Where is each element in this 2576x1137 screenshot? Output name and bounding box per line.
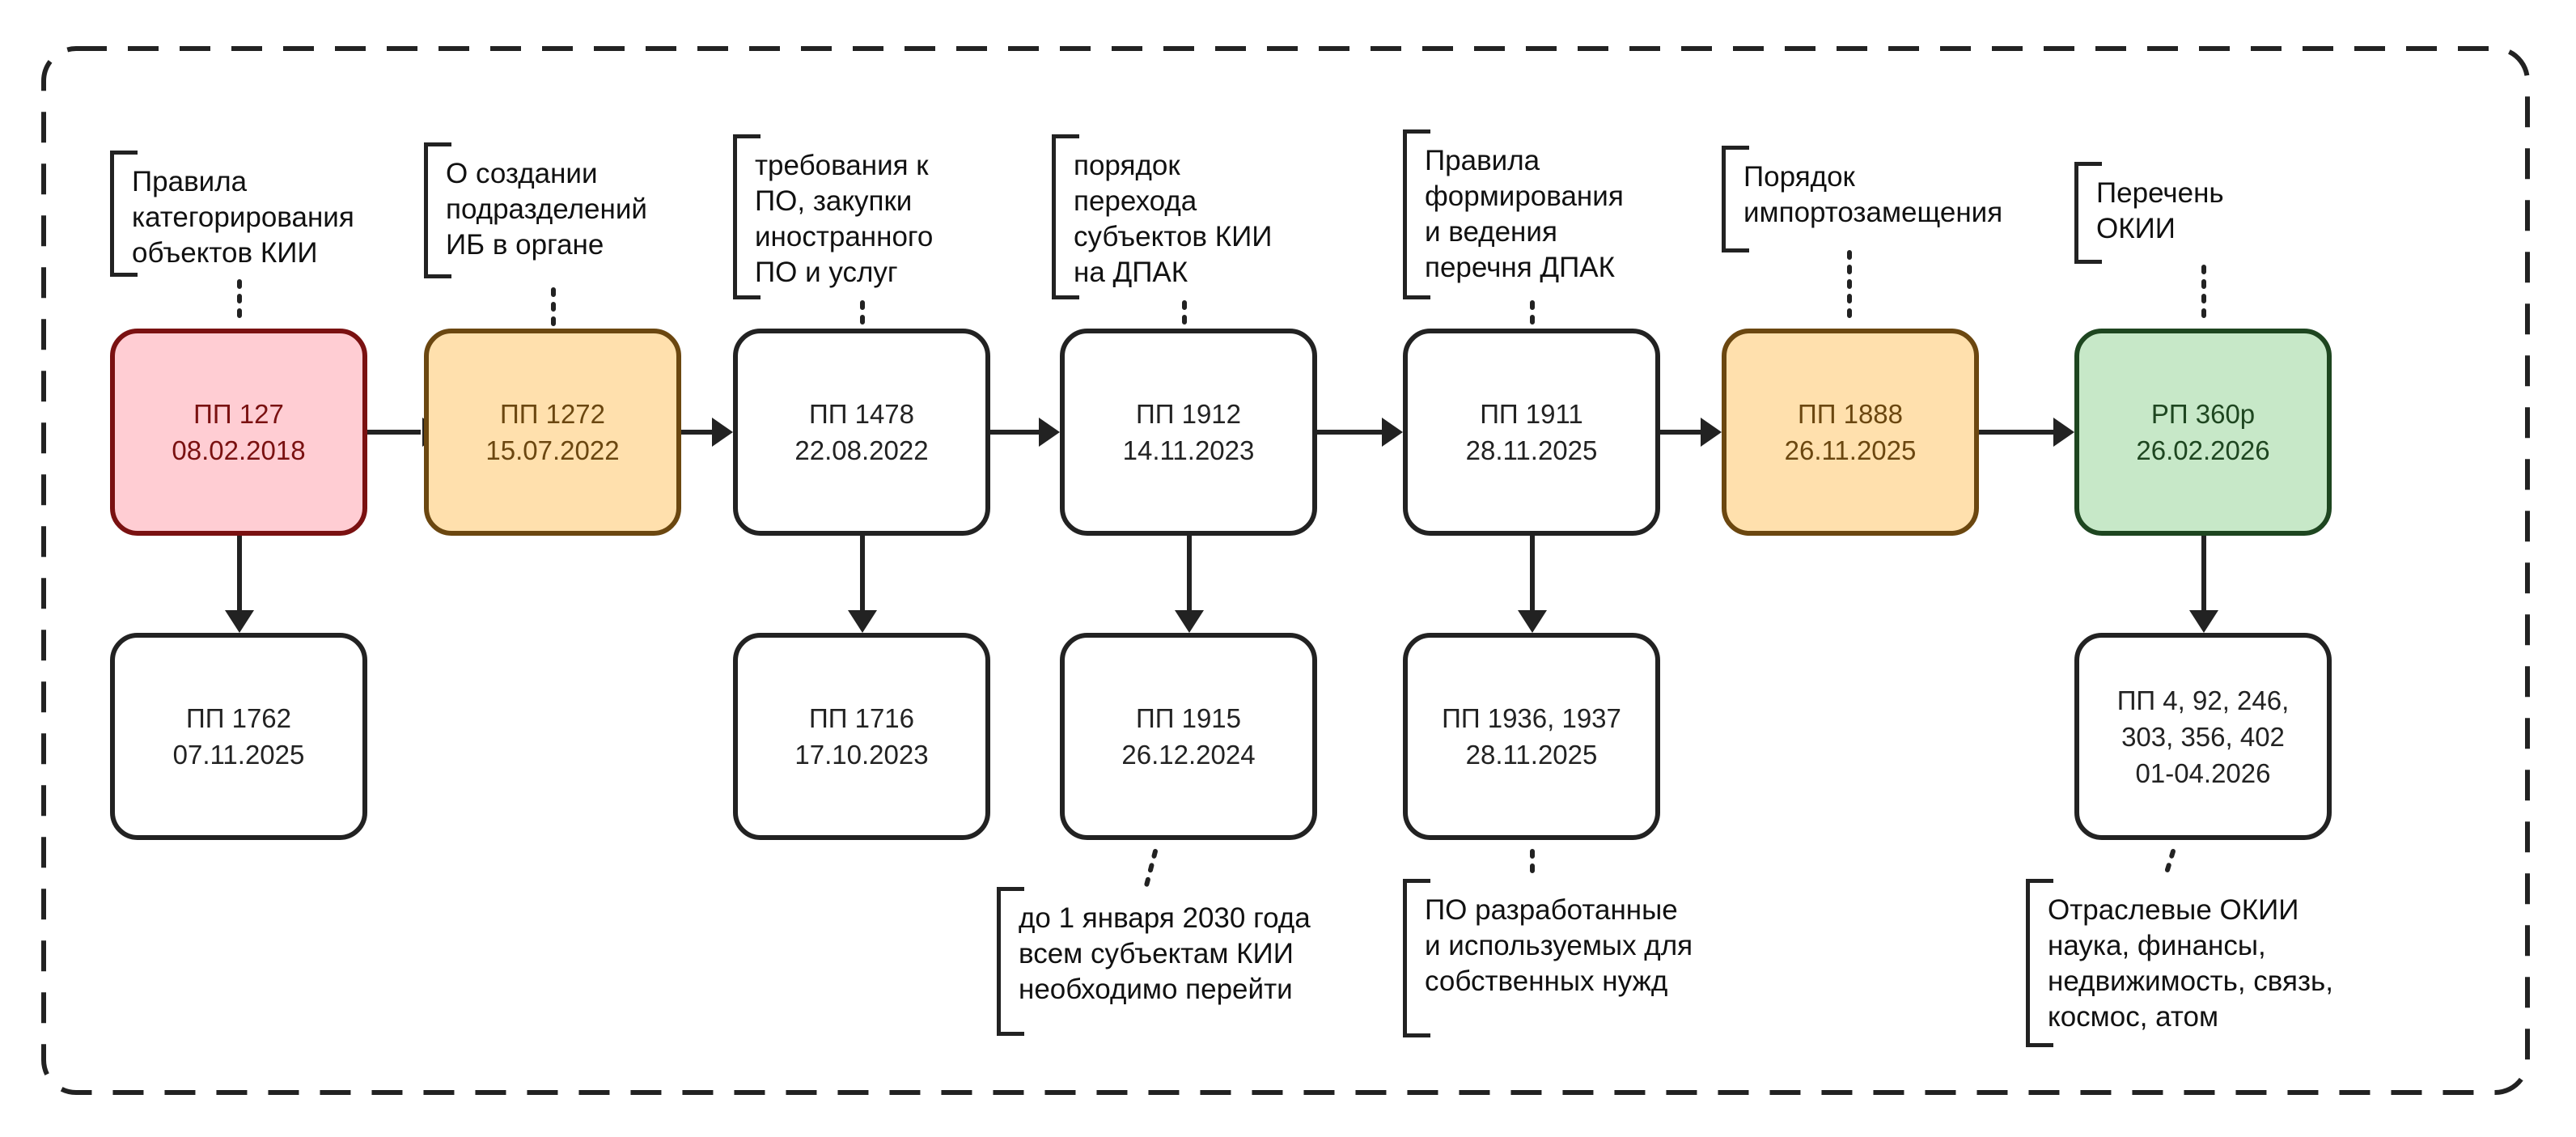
note-rp360-line: ОКИИ [2096, 213, 2176, 244]
box-pp1888-code: ПП 1888 [1797, 399, 1904, 429]
note-pp1888-line: Порядок [1743, 161, 1855, 193]
box-pp1936-code: ПП 1936, 1937 [1442, 703, 1621, 733]
note-pp1912-line: субъектов КИИ [1074, 221, 1273, 252]
box-pp1478-code: ПП 1478 [808, 399, 915, 429]
box-pp1888-date: 26.11.2025 [1784, 435, 1917, 465]
box-pp1911: ПП 1911 28.11.2025 [1403, 329, 1660, 536]
arrowhead-pp1888-to-rp360 [2053, 418, 2074, 447]
box-pp1762-code: ПП 1762 [185, 703, 292, 733]
dotted-link-pp4-note [2164, 849, 2176, 875]
note-rp360-line: Перечень [2096, 177, 2224, 209]
note-pp4-line: Отраслевые ОКИИ [2048, 894, 2299, 926]
note-pp1272: О создании подразделений ИБ в органе [424, 142, 647, 278]
note-pp1478-line: иностранного [755, 221, 934, 252]
box-pp1272-code: ПП 1272 [499, 399, 606, 429]
note-pp1936: ПО разработанные и используемых для собс… [1403, 879, 1693, 1037]
note-pp1912-line: перехода [1074, 185, 1197, 217]
outer-dashed-frame [41, 46, 2530, 1095]
dotted-link-pp1915-note [1143, 849, 1158, 891]
box-pp1762-date: 07.11.2025 [172, 740, 305, 770]
box-pp4-date: 01-04.2026 [2135, 757, 2271, 788]
note-pp1478-line: требования к [755, 150, 929, 181]
note-pp4-line: космос, атом [2048, 1001, 2219, 1033]
note-pp1915-line: до 1 января 2030 года [1019, 902, 1311, 934]
box-pp1888: ПП 1888 26.11.2025 [1722, 329, 1979, 536]
box-pp1478-date: 22.08.2022 [794, 435, 929, 465]
note-pp1272-line: ИБ в органе [446, 229, 604, 261]
box-pp1478: ПП 1478 22.08.2022 [733, 329, 990, 536]
box-pp1915-date: 26.12.2024 [1121, 740, 1256, 770]
arrowhead-pp1478-to-pp1716 [848, 610, 877, 633]
note-pp1478-line: ПО и услуг [755, 257, 898, 288]
arrowhead-rp360-to-pp4 [2189, 610, 2218, 633]
note-pp1478: требования к ПО, закупки иностранного ПО… [733, 134, 934, 299]
arrowhead-pp127-to-pp1762 [225, 610, 254, 633]
note-pp1272-line: подразделений [446, 193, 647, 225]
arrowhead-pp1911-to-pp1888 [1701, 418, 1722, 447]
box-pp1272: ПП 1272 15.07.2022 [424, 329, 681, 536]
arrowhead-pp1911-to-pp1936 [1518, 610, 1547, 633]
note-pp1915-line: всем субъектам КИИ [1019, 938, 1294, 969]
note-pp1915-line: необходимо перейти [1019, 974, 1293, 1005]
box-pp1716-code: ПП 1716 [808, 703, 915, 733]
box-rp360-date: 26.02.2026 [2136, 435, 2270, 465]
note-pp1911: Правила формирования и ведения перечня Д… [1403, 129, 1624, 299]
note-pp127-line: Правила [132, 166, 248, 197]
note-pp1478-line: ПО, закупки [755, 185, 913, 217]
box-pp1936-date: 28.11.2025 [1465, 740, 1598, 770]
arrowhead-pp1912-to-pp1911 [1382, 418, 1403, 447]
box-rp360-code: РП 360р [2150, 399, 2256, 429]
note-pp1888-line: импортозамещения [1743, 197, 2003, 228]
box-pp4-group: ПП 4, 92, 246, 303, 356, 402 01-04.2026 [2074, 633, 2332, 840]
box-pp1911-code: ПП 1911 [1480, 399, 1583, 429]
box-pp1716-date: 17.10.2023 [794, 740, 929, 770]
box-pp1912-date: 14.11.2023 [1122, 435, 1255, 465]
box-pp1915: ПП 1915 26.12.2024 [1060, 633, 1317, 840]
box-pp127-date: 08.02.2018 [172, 435, 306, 465]
box-pp1272-date: 15.07.2022 [485, 435, 620, 465]
note-pp1936-line: собственных нужд [1425, 965, 1668, 997]
note-pp127: Правила категорирования объектов КИИ [110, 151, 354, 277]
box-pp127: ПП 127 08.02.2018 [110, 329, 367, 536]
arrowhead-pp1912-to-pp1915 [1175, 610, 1204, 633]
arrowhead-pp1478-to-pp1912 [1039, 418, 1060, 447]
box-pp1762: ПП 1762 07.11.2025 [110, 633, 367, 840]
note-pp1936-line: и используемых для [1425, 930, 1693, 961]
note-pp1912-line: порядок [1074, 150, 1180, 181]
box-pp127-code: ПП 127 [193, 399, 284, 429]
note-pp127-line: категорирования [132, 202, 354, 233]
box-pp1716: ПП 1716 17.10.2023 [733, 633, 990, 840]
box-pp1915-code: ПП 1915 [1135, 703, 1242, 733]
arrowhead-pp1272-to-pp1478 [712, 418, 733, 447]
note-pp1888: Порядок импортозамещения [1722, 146, 2003, 252]
note-pp1272-line: О создании [446, 158, 598, 189]
note-pp1911-line: формирования [1425, 180, 1624, 212]
note-pp1936-line: ПО разработанные [1425, 894, 1678, 926]
note-pp1915: до 1 января 2030 года всем субъектам КИИ… [997, 887, 1311, 1036]
box-pp4-line2: 303, 356, 402 [2121, 721, 2285, 752]
note-pp1911-line: Правила [1425, 145, 1540, 176]
box-pp1911-date: 28.11.2025 [1465, 435, 1598, 465]
note-rp360: Перечень ОКИИ [2074, 162, 2224, 264]
note-pp4-line: недвижимость, связь, [2048, 965, 2333, 997]
box-pp1912-code: ПП 1912 [1135, 399, 1242, 429]
box-rp360: РП 360р 26.02.2026 [2074, 329, 2332, 536]
note-pp127-line: объектов КИИ [132, 237, 318, 269]
note-pp1912-line: на ДПАК [1074, 257, 1188, 288]
note-pp1911-line: перечня ДПАК [1425, 252, 1616, 283]
box-pp4-line1: ПП 4, 92, 246, [2116, 685, 2290, 715]
note-pp1912: порядок перехода субъектов КИИ на ДПАК [1052, 134, 1273, 299]
note-pp4-line: наука, финансы, [2048, 930, 2266, 961]
note-pp4: Отраслевые ОКИИ наука, финансы, недвижим… [2026, 879, 2333, 1047]
box-pp1912: ПП 1912 14.11.2023 [1060, 329, 1317, 536]
note-pp1911-line: и ведения [1425, 216, 1557, 248]
box-pp1936-1937: ПП 1936, 1937 28.11.2025 [1403, 633, 1660, 840]
